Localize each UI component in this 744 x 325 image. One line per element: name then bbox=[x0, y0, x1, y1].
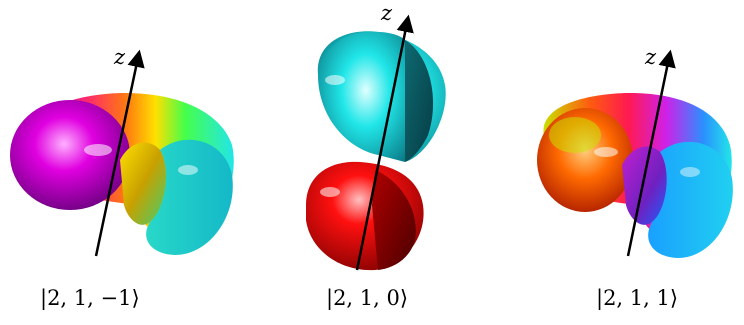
z-axis-left: z bbox=[94, 45, 145, 257]
orbital-m-plus-1 bbox=[537, 92, 733, 258]
state-label-m-0: |2, 1, 0⟩ bbox=[326, 286, 409, 310]
orbital-m-0 bbox=[306, 31, 446, 271]
state-label-m-plus-1: |2, 1, 1⟩ bbox=[596, 286, 679, 310]
z-axis-label: z bbox=[644, 45, 657, 69]
z-axis-middle: z bbox=[355, 1, 414, 271]
z-axis-label: z bbox=[380, 1, 393, 25]
orbital-m-minus-1 bbox=[10, 92, 234, 255]
z-axis-right: z bbox=[626, 45, 676, 257]
state-label-m-minus-1: |2, 1, −1⟩ bbox=[40, 286, 140, 310]
z-axis-label: z bbox=[113, 45, 126, 69]
